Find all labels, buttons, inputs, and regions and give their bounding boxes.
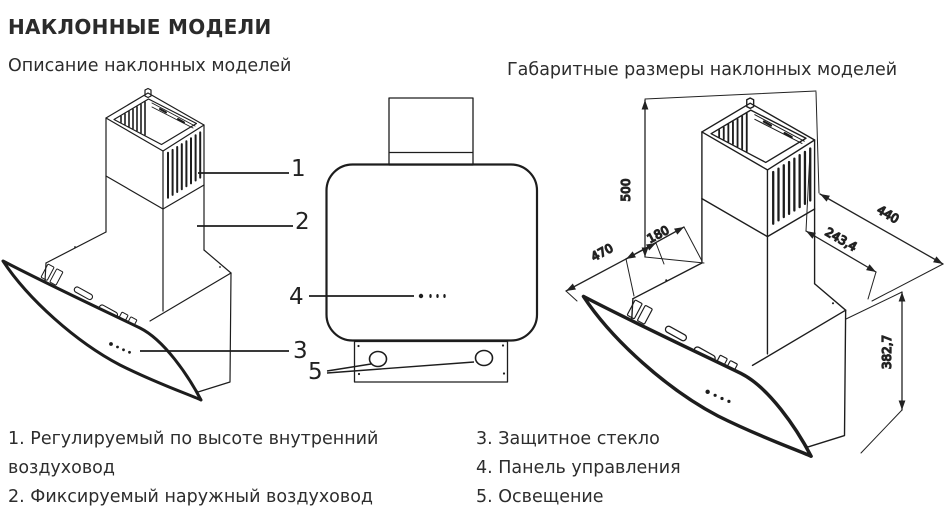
page-title: НАКЛОННЫЕ МОДЕЛИ — [8, 15, 272, 40]
dimension-body-depth: 470 — [565, 240, 665, 302]
legend-item-3: 3. Защитное стекло — [476, 429, 660, 449]
legend-item-5: 5. Освещение — [476, 487, 604, 507]
hood-front-view — [325, 97, 539, 383]
control-panel-dots — [418, 293, 446, 299]
right-section-title: Габаритные размеры наклонных моделей — [507, 60, 898, 80]
legend-item-2: 2. Фиксируемый наружный воздуховод — [8, 487, 374, 507]
dimension-duct-depth: 180 — [625, 222, 703, 297]
lamp-left — [368, 350, 388, 368]
left-section-title: Описание наклонных моделей — [8, 56, 292, 76]
dimension-label: 500 — [619, 179, 633, 202]
hood-isometric-left — [1, 87, 233, 402]
front-duct — [388, 97, 474, 166]
dimension-body-height: 382,7 — [845, 291, 906, 454]
dimension-label: 470 — [589, 241, 616, 264]
callout-3: 3 — [293, 338, 308, 364]
callout-4: 4 — [289, 284, 304, 310]
dimension-label: 440 — [875, 203, 902, 227]
lamp-right — [474, 349, 494, 367]
dimension-label: 180 — [645, 223, 672, 246]
front-glass-panel — [325, 163, 539, 342]
legend-right: 3. Защитное стекло 4. Панель управления … — [476, 425, 776, 512]
legend-left: 1. Регулируемый по высоте внутренний воз… — [8, 425, 420, 512]
dimension-label: 243,4 — [823, 225, 860, 254]
legend-item-4: 4. Панель управления — [476, 458, 681, 478]
callout-1: 1 — [291, 156, 306, 182]
dimension-body-width: 440 — [815, 91, 944, 302]
callout-5-leader — [326, 361, 475, 374]
lamp-box-screws — [357, 344, 506, 376]
callouts: 1 2 4 3 5 — [140, 156, 475, 385]
hood-isometric-right — [581, 96, 848, 458]
callout-2: 2 — [295, 209, 310, 235]
callout-5: 5 — [308, 359, 323, 385]
dimension-duct-width: 243,4 — [805, 151, 877, 300]
legend-item-1: 1. Регулируемый по высоте внутренний воз… — [8, 429, 379, 478]
front-lamp-box — [353, 340, 509, 383]
dimension-label: 382,7 — [880, 335, 894, 369]
